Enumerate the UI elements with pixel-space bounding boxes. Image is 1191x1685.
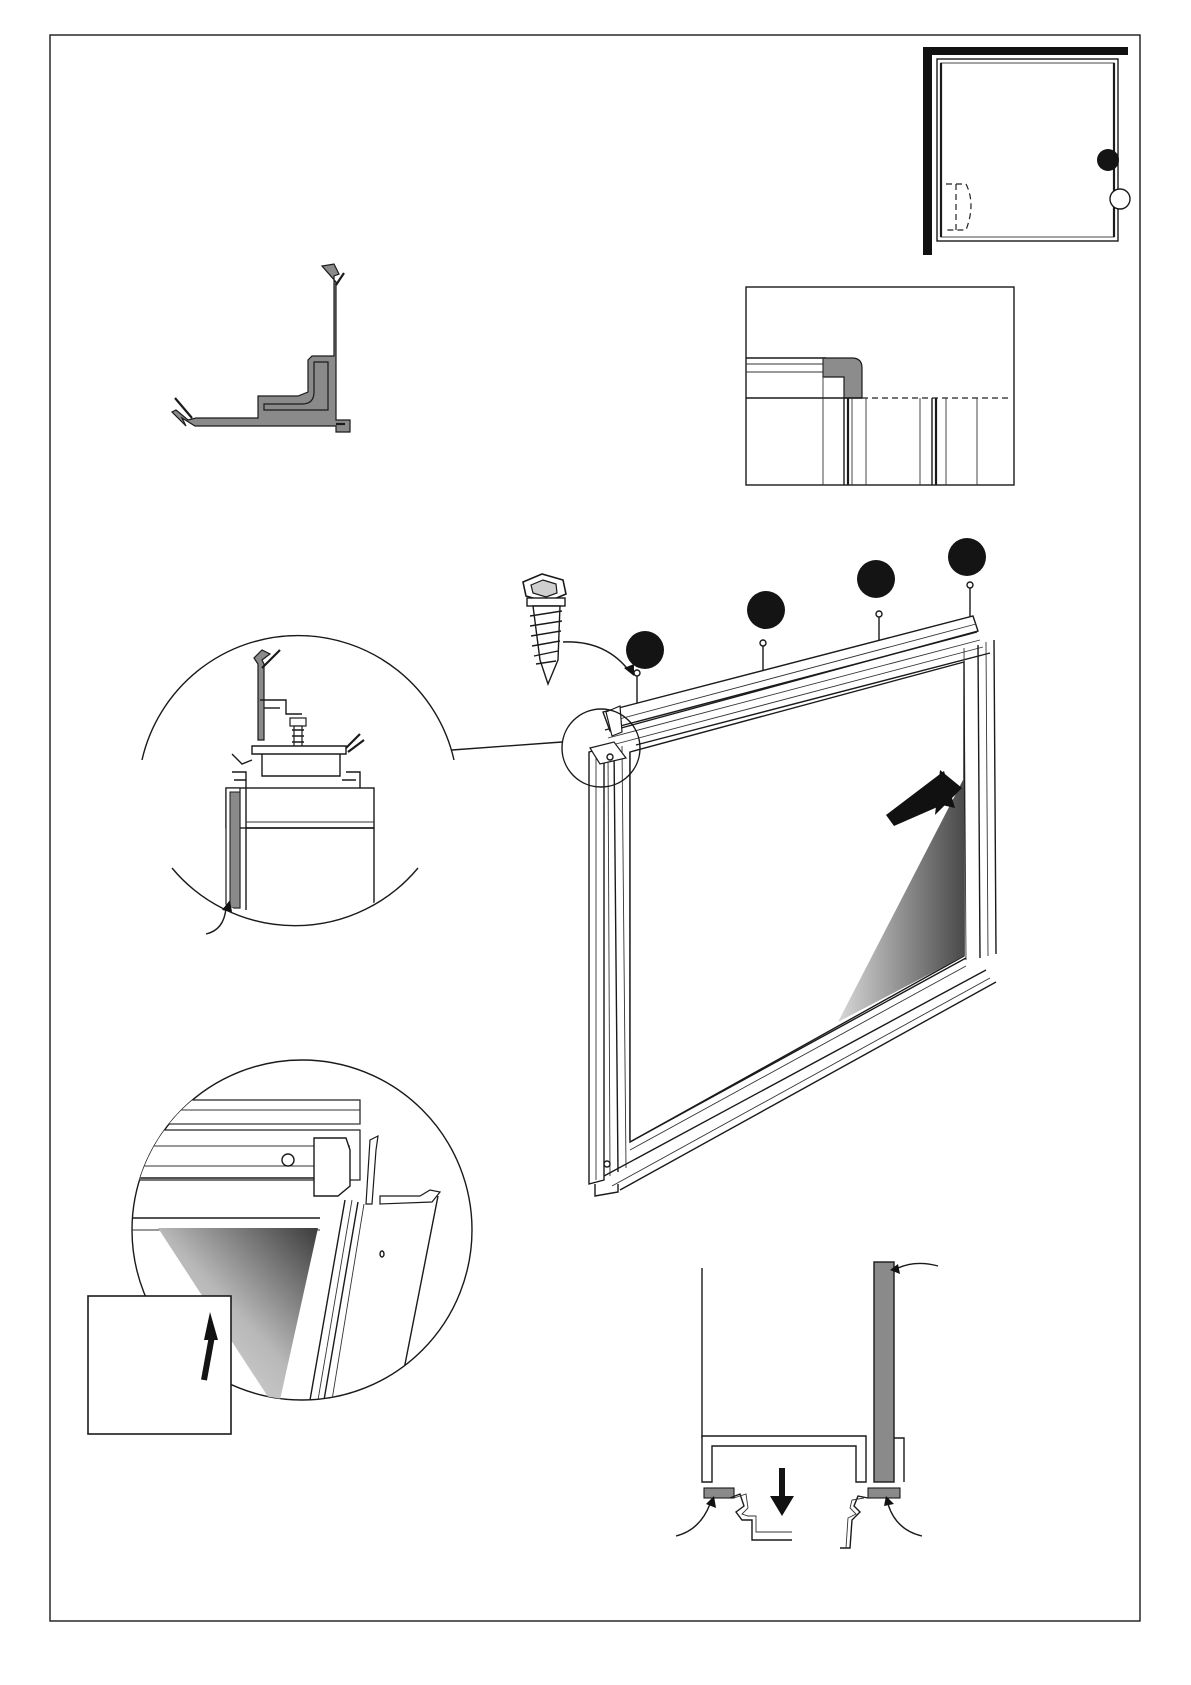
step-marker-4 — [948, 538, 986, 576]
corner-magnifier — [88, 1060, 472, 1434]
step-marker-plan — [1097, 149, 1119, 171]
self-drilling-screw-icon — [523, 574, 634, 684]
bottom-seal-section — [676, 1262, 938, 1548]
top-joint-magnifier — [142, 636, 454, 934]
corner-profile-section — [172, 264, 350, 432]
location-plan — [923, 47, 1130, 255]
top-corner-detail — [746, 287, 1014, 485]
frame-assembly — [452, 616, 996, 1196]
reference-marker-plan — [1110, 189, 1130, 209]
step-marker-2 — [747, 591, 785, 629]
step-marker-1 — [626, 631, 664, 669]
step-marker-3 — [857, 560, 895, 598]
